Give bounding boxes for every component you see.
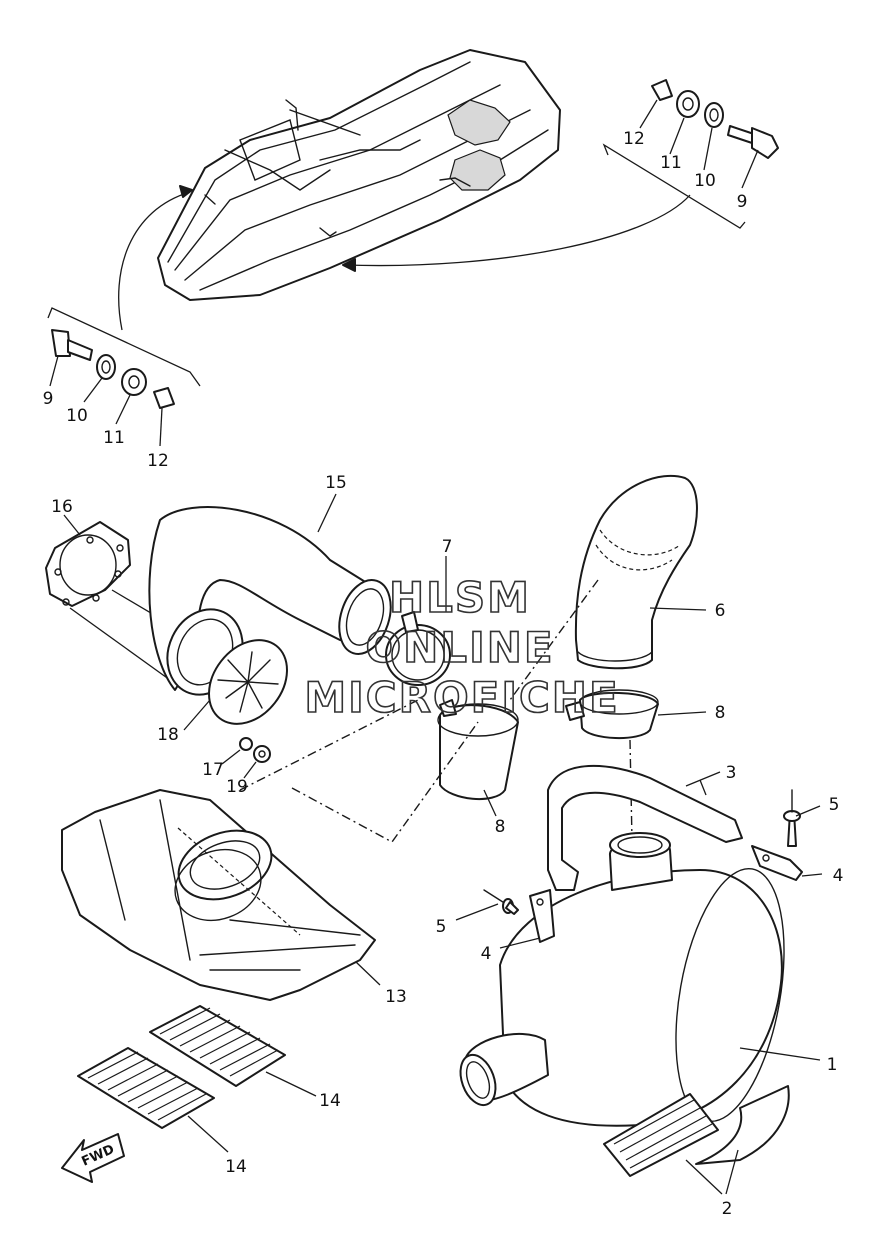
- part-8-clamp-upper: [565, 689, 707, 740]
- callout-13: 13: [385, 987, 407, 1007]
- watermark-line-1: HLSM: [389, 573, 531, 622]
- callout-19: 19: [226, 777, 248, 797]
- callout-4-left: 4: [481, 944, 492, 964]
- part-17-washer: [221, 737, 253, 765]
- callout-2: 2: [722, 1199, 733, 1219]
- callout-3: 3: [726, 763, 737, 783]
- bolt-9-right: [727, 125, 779, 159]
- watermark: HLSM ONLINE MICROFICHE: [304, 572, 619, 723]
- fastener-group-left: [47, 307, 201, 447]
- part-7-clamp: [385, 556, 451, 686]
- callout-9-right: 9: [737, 192, 748, 212]
- callout-10-left: 10: [66, 406, 88, 426]
- centerline-hose-to-muffler: [629, 739, 633, 841]
- nut-11-left: [121, 368, 147, 396]
- callout-14-upper: 14: [319, 1091, 341, 1111]
- callout-12-right: 12: [623, 129, 645, 149]
- callout-11-right: 11: [660, 153, 682, 173]
- part-13-hull-section: [61, 789, 381, 1001]
- watercraft-illustration: [157, 49, 561, 301]
- callout-18: 18: [157, 725, 179, 745]
- left-arrow-head: [179, 185, 193, 198]
- part-8-clamp-lower: [437, 699, 519, 817]
- hidden-line-hull: [177, 827, 301, 936]
- part-4-bracket-right: [751, 845, 823, 881]
- callout-6: 6: [715, 601, 726, 621]
- callout-8-upper: 8: [715, 703, 726, 723]
- clip-12-left: [153, 387, 175, 409]
- washer-10-left: [96, 354, 116, 380]
- perforated-plate: [208, 639, 288, 725]
- bolt-9-left: [51, 329, 93, 361]
- part-1-muffler: [459, 832, 821, 1127]
- callout-14-lower: 14: [225, 1157, 247, 1177]
- nut-11-right: [676, 90, 700, 118]
- callout-12-left: 12: [147, 451, 169, 471]
- callout-4-right: 4: [833, 866, 844, 886]
- part-15-pipe: [148, 493, 392, 691]
- callout-17: 17: [202, 760, 224, 780]
- callout-16: 16: [51, 497, 73, 517]
- part-14-mat-upper: [149, 1005, 317, 1097]
- flange-to-gasket-line: [69, 607, 171, 681]
- watermark-line-2: ONLINE: [365, 623, 554, 672]
- callout-5-left: 5: [436, 917, 447, 937]
- centerline-clamp-to-mount: [291, 721, 479, 843]
- part-3-strap: [547, 764, 743, 891]
- part-4-bracket-left: [499, 889, 555, 949]
- left-detail-arrow: [118, 191, 191, 331]
- right-detail-arrow: [344, 194, 691, 267]
- fwd-arrow-icon: FWD: [61, 1133, 125, 1183]
- callout-8-lower: 8: [495, 817, 506, 837]
- part-2-mat: [603, 1093, 719, 1177]
- callout-labels: 1 2 3 4 4 5 5 6 7 8 8 9 9 10 10 11 11 12…: [43, 129, 844, 1219]
- part-16-flange: [45, 514, 131, 607]
- callout-9-left: 9: [43, 389, 54, 409]
- callout-11-left: 11: [103, 428, 125, 448]
- watermark-line-3: MICROFICHE: [304, 673, 619, 722]
- washer-10-right: [704, 102, 724, 128]
- part-5-rivet-right: [783, 789, 821, 847]
- callout-15: 15: [325, 473, 347, 493]
- centerline-15-to-13: [239, 699, 419, 791]
- callout-7: 7: [442, 537, 453, 557]
- part-14-mat-lower: [77, 1047, 229, 1153]
- callout-10-right: 10: [694, 171, 716, 191]
- part-19-nut: [243, 745, 271, 779]
- part-5-rivet-left: [455, 889, 519, 921]
- part-2-guard: [685, 1085, 790, 1195]
- clip-12-right: [651, 79, 673, 101]
- centerline-hose-top: [509, 579, 599, 701]
- right-arrow-head: [342, 258, 356, 272]
- part-6-hose: [574, 474, 707, 670]
- callout-5-right: 5: [829, 795, 840, 815]
- callout-1: 1: [827, 1055, 838, 1075]
- fastener-group-right: [602, 79, 779, 229]
